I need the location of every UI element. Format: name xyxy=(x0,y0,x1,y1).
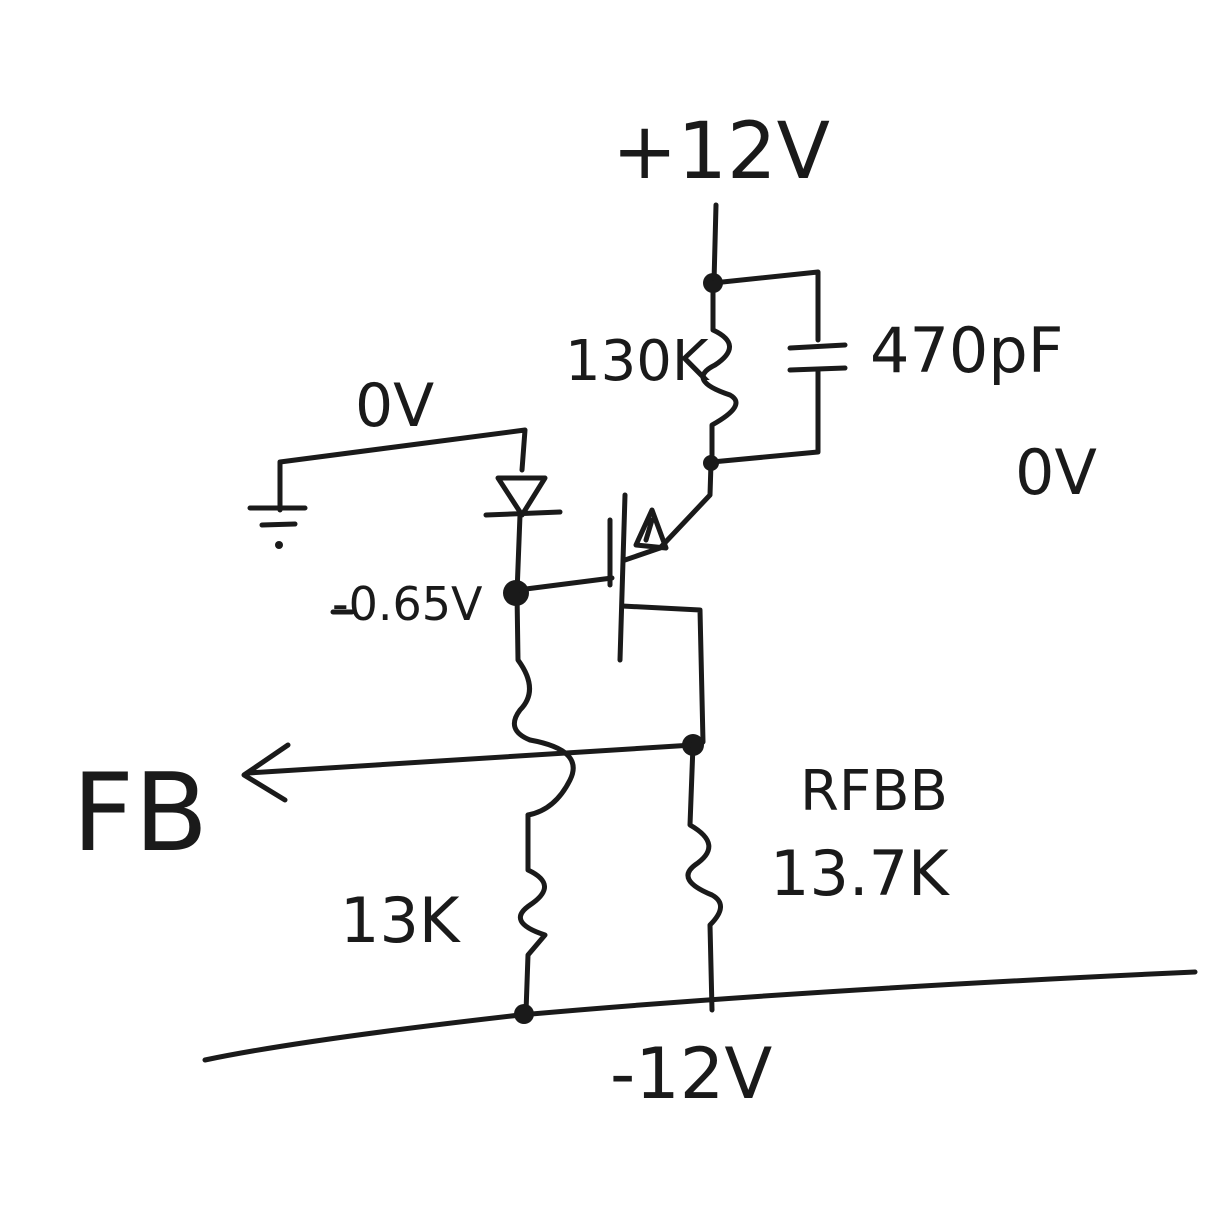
label-base-voltage: -0.65V xyxy=(332,577,483,631)
ground-dot xyxy=(275,541,283,549)
diode xyxy=(483,475,563,518)
wire-diode-to-base xyxy=(514,512,523,596)
wire-cap-to-emitter-node xyxy=(709,367,821,465)
label-13-7k: 13.7K xyxy=(770,837,950,910)
node-bottom-left xyxy=(514,1004,534,1024)
label-130k: 130K xyxy=(565,329,710,394)
wire-ground-top xyxy=(277,427,528,513)
transistor-base-bar xyxy=(617,492,628,663)
label-minus-12v: -12V xyxy=(610,1033,772,1115)
label-13k: 13K xyxy=(340,884,461,957)
capacitor-470pf xyxy=(787,342,848,373)
label-470pf: 470pF xyxy=(870,314,1063,387)
resistor-left-upper xyxy=(511,590,533,743)
resistor-13k xyxy=(517,812,548,1015)
label-emitter-0v: 0V xyxy=(1015,436,1097,509)
ground-symbol xyxy=(247,505,308,528)
wire-top-to-cap xyxy=(710,269,821,343)
label-ground-0v: 0V xyxy=(355,371,434,441)
resistor-rfbb xyxy=(685,742,723,1013)
fb-arrowhead xyxy=(241,742,291,803)
label-rfbb: RFBB xyxy=(800,759,948,824)
wire-crossover xyxy=(525,737,576,818)
wire-base xyxy=(515,575,615,593)
wire-plus12v-down xyxy=(711,202,719,285)
rail-minus-12v xyxy=(202,969,1198,1063)
wire-emitter xyxy=(657,460,714,551)
wire-feedback xyxy=(245,742,696,776)
wire-collector xyxy=(619,603,706,745)
wire-emitter-to-base-bar xyxy=(622,545,663,563)
emitter-arrow xyxy=(633,507,669,551)
label-plus-12v: +12V xyxy=(612,107,830,197)
label-fb: FB xyxy=(72,751,208,876)
resistor-130k xyxy=(700,280,739,465)
